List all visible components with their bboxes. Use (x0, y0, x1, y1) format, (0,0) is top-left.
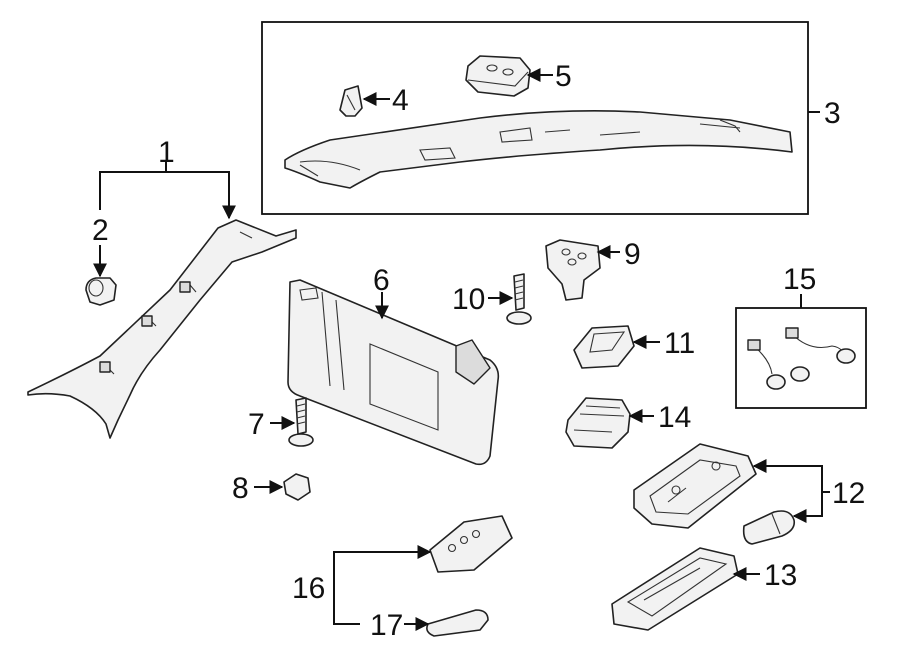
leader-12 (754, 465, 823, 517)
callout-9: 9 (624, 238, 641, 271)
pad-part-5 (465, 55, 531, 97)
bulb-part-17 (426, 609, 489, 637)
callout-7: 7 (248, 408, 265, 441)
screw-part-10 (506, 273, 532, 325)
callout-4: 4 (392, 84, 409, 117)
callout-16: 16 (292, 572, 325, 605)
screw-part-7 (288, 397, 314, 447)
bulb-part-12 (742, 510, 796, 545)
map-lamp-part-16 (429, 515, 513, 573)
clip-part-2 (85, 277, 117, 306)
callout-6: 6 (373, 264, 390, 297)
callout-8: 8 (232, 472, 249, 505)
cover-part-11 (573, 325, 635, 369)
wiring-harness (747, 327, 856, 390)
callout-1: 1 (158, 136, 175, 169)
headliner-group-box (261, 21, 809, 215)
nut-part-8 (283, 473, 311, 501)
callout-2: 2 (92, 214, 109, 247)
callout-14: 14 (658, 401, 691, 434)
callout-3: 3 (824, 97, 841, 130)
sun-visor (287, 279, 500, 466)
headliner-trim-panel (284, 110, 793, 189)
callout-11: 11 (664, 327, 695, 360)
lamp-lens-part-13 (611, 547, 739, 631)
callout-15: 15 (783, 263, 816, 296)
clip-part-4 (339, 85, 363, 117)
callout-13: 13 (764, 559, 797, 592)
dome-lamp-part-12 (633, 443, 757, 529)
callout-10: 10 (452, 283, 485, 316)
leader-16 (333, 551, 430, 625)
callout-12: 12 (832, 477, 865, 510)
callout-17: 17 (370, 609, 403, 642)
callout-5: 5 (555, 60, 572, 93)
bracket-part-9 (545, 239, 601, 301)
leader-1 (99, 171, 229, 218)
a-pillar-trim (27, 219, 297, 439)
switch-part-14 (565, 397, 631, 449)
